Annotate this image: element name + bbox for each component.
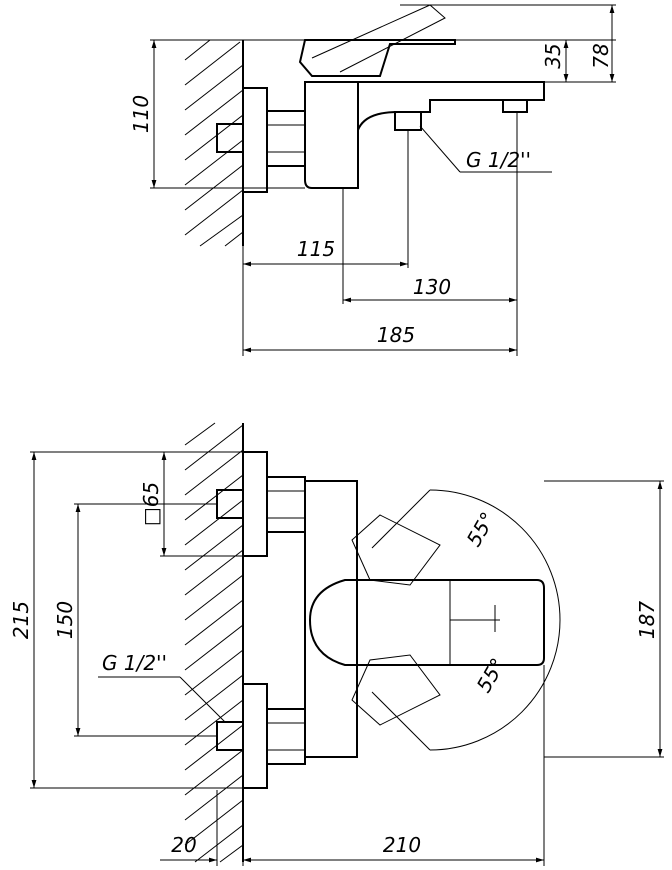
side-dim-35: 35: [541, 43, 565, 68]
side-view: 78 35 110 G 1/2'' 115 130 185: [129, 4, 616, 356]
front-angle-lower: 55°: [472, 654, 511, 697]
side-connector: [216, 87, 306, 193]
front-square-label: □65: [139, 482, 163, 526]
front-lower-connector: [216, 683, 306, 789]
front-angle-upper: 55°: [462, 508, 501, 551]
side-thread-label: G 1/2'': [466, 148, 531, 172]
front-view: □65 215 150 G 1/2'' 55° 55° 187 20 210: [9, 422, 664, 866]
side-dim-185: 185: [377, 323, 415, 347]
front-wall-hatching: [184, 422, 244, 863]
front-dim-210: 210: [383, 833, 421, 857]
front-dim-187: 187: [635, 601, 659, 639]
front-thread-label: G 1/2'': [102, 651, 167, 675]
side-dimensions: [150, 4, 616, 356]
side-dim-115: 115: [297, 237, 335, 261]
front-dim-150: 150: [53, 601, 77, 639]
side-dim-78: 78: [589, 43, 613, 68]
front-dimensions: [30, 451, 664, 866]
front-dim-20: 20: [171, 833, 196, 857]
side-wall-hatching: [184, 39, 244, 247]
front-mixer-body: [304, 480, 561, 758]
side-dim-110: 110: [129, 95, 153, 133]
side-dim-130: 130: [413, 275, 451, 299]
front-upper-connector: [216, 451, 306, 557]
front-dim-215: 215: [9, 601, 33, 639]
